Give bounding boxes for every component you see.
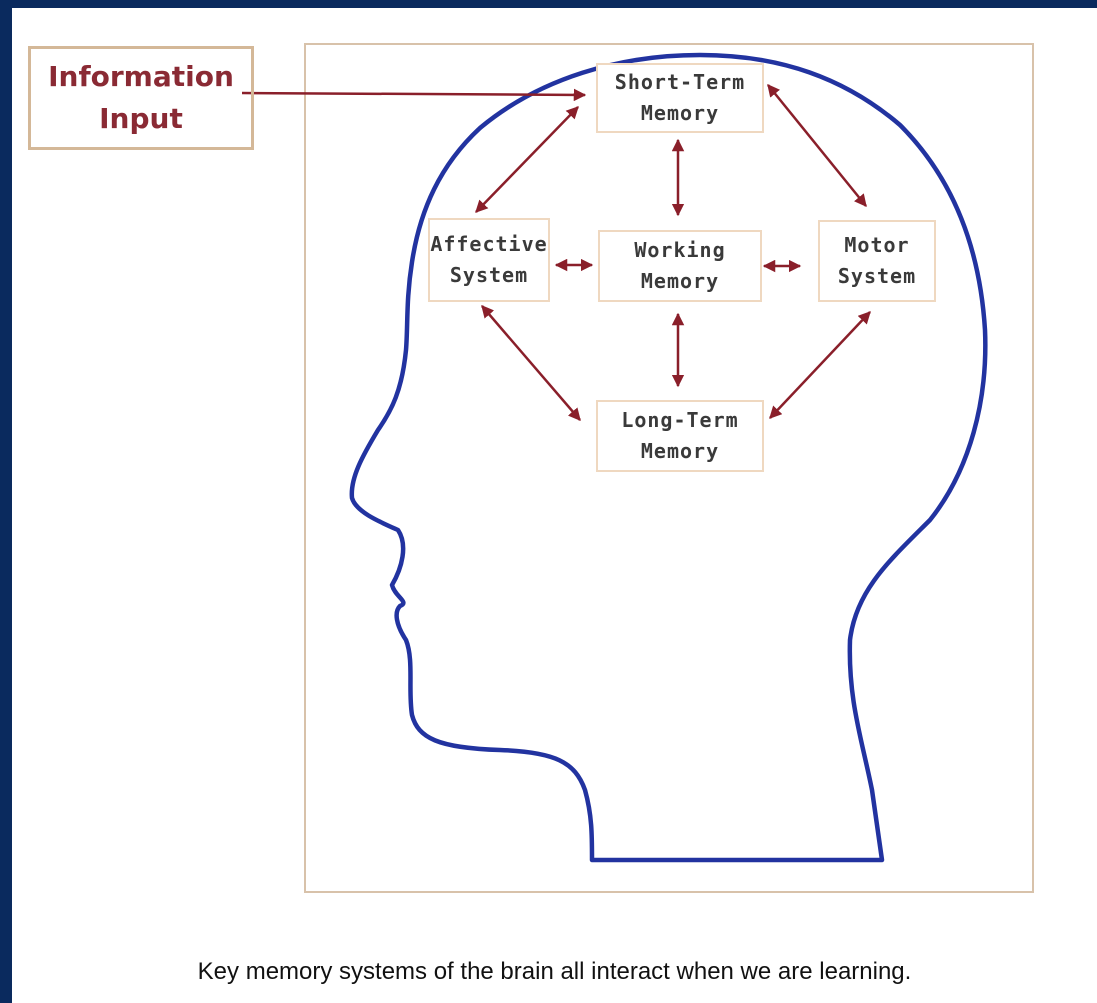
arrow-affective-long xyxy=(481,305,581,421)
motor-system-box: Motor System xyxy=(818,220,936,302)
short-term-line2: Memory xyxy=(640,101,720,125)
figure-caption: Key memory systems of the brain all inte… xyxy=(197,958,912,985)
info-input-line1: Information xyxy=(48,60,234,93)
affective-line1: Affective xyxy=(430,232,548,256)
arrow-short-affective xyxy=(475,106,579,213)
short-term-memory-box: Short-Term Memory xyxy=(596,63,764,133)
long-term-memory-box: Long-Term Memory xyxy=(596,400,764,472)
information-input-box: Information Input xyxy=(28,46,254,150)
info-input-line2: Input xyxy=(99,102,183,135)
long-term-line1: Long-Term xyxy=(621,408,739,432)
diagram-frame xyxy=(304,43,1034,893)
working-memory-box: Working Memory xyxy=(598,230,762,302)
arrow-motor-long xyxy=(769,311,871,419)
info-input-arrow xyxy=(241,88,587,102)
working-line1: Working xyxy=(634,238,726,262)
long-term-line2: Memory xyxy=(640,439,720,463)
head-outline xyxy=(349,52,988,863)
motor-line2: System xyxy=(837,264,917,288)
arrow-short-motor xyxy=(767,84,867,207)
slide: Information Input Short-Term Memory Affe… xyxy=(12,8,1097,1003)
affective-system-box: Affective System xyxy=(428,218,550,302)
short-term-line1: Short-Term xyxy=(614,70,746,94)
head-diagram xyxy=(241,52,988,863)
affective-line2: System xyxy=(449,263,529,287)
motor-line1: Motor xyxy=(844,233,910,257)
working-line2: Memory xyxy=(640,269,720,293)
